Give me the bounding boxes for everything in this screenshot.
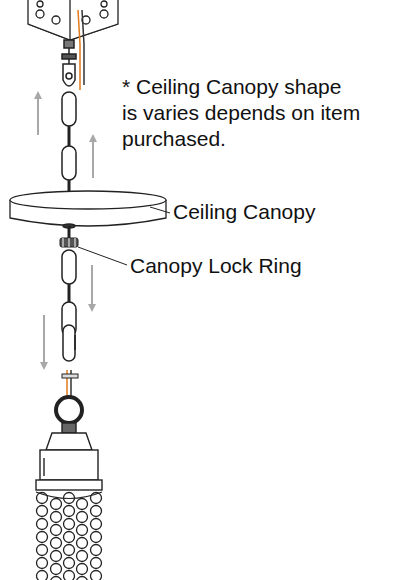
crystal-beads bbox=[51, 564, 62, 575]
fixture-body bbox=[36, 480, 102, 490]
fixture-body bbox=[40, 450, 98, 480]
part-label: Canopy Lock Ring bbox=[130, 253, 390, 279]
crystal-beads bbox=[51, 512, 62, 523]
crystal-beads bbox=[91, 571, 102, 580]
fixture-wires bbox=[62, 374, 78, 378]
crystal-beads bbox=[77, 512, 88, 523]
crystal-beads bbox=[37, 506, 48, 517]
lower-chain bbox=[74, 335, 76, 350]
crystal-beads bbox=[37, 571, 48, 580]
direction-arrows bbox=[92, 138, 94, 178]
junction-box bbox=[101, 1, 107, 7]
leader-lines bbox=[150, 207, 170, 213]
canopy-lock-ring bbox=[69, 238, 70, 247]
fixture-body bbox=[62, 423, 76, 433]
junction-box bbox=[28, 24, 118, 40]
crystal-beads bbox=[36, 492, 102, 499]
crystal-beads bbox=[77, 551, 88, 562]
crystal-beads bbox=[91, 545, 102, 556]
upper-chain bbox=[68, 126, 71, 148]
crystal-beads bbox=[64, 519, 75, 530]
junction-box bbox=[36, 10, 44, 18]
note-text: * Ceiling Canopy shape is varies depends… bbox=[122, 74, 362, 152]
lower-chain bbox=[68, 284, 71, 304]
upper-chain bbox=[62, 92, 76, 126]
mounting-stem bbox=[62, 54, 76, 59]
fixture-body bbox=[46, 433, 92, 450]
fixture-body bbox=[43, 458, 44, 476]
crystal-beads bbox=[64, 545, 75, 556]
crystal-beads bbox=[51, 499, 62, 510]
canopy-lock-ring bbox=[63, 238, 64, 247]
crystal-beads bbox=[91, 519, 102, 530]
canopy-lock-ring bbox=[60, 238, 78, 247]
fixture-wires bbox=[62, 370, 78, 396]
canopy-lock-ring bbox=[75, 238, 76, 247]
fixture-body bbox=[36, 397, 102, 490]
crystal-beads bbox=[51, 525, 62, 536]
crystal-beads bbox=[37, 558, 48, 569]
direction-arrows bbox=[38, 95, 93, 366]
upper-chain bbox=[62, 146, 76, 180]
lower-chain bbox=[62, 250, 76, 284]
crystal-beads bbox=[77, 538, 88, 549]
ceiling-canopy bbox=[10, 191, 166, 228]
mounting-stem bbox=[62, 40, 76, 86]
crystal-beads bbox=[37, 532, 48, 543]
crystal-beads bbox=[51, 577, 62, 580]
fixture-body bbox=[56, 397, 82, 423]
canopy-lock-ring bbox=[60, 238, 78, 247]
crystal-beads bbox=[64, 506, 75, 517]
crystal-beads bbox=[36, 492, 102, 580]
junction-box bbox=[28, 0, 118, 40]
crystal-beads bbox=[37, 545, 48, 556]
mounting-stem bbox=[63, 64, 75, 86]
junction-box bbox=[52, 16, 60, 24]
junction-box bbox=[28, 0, 118, 40]
crystal-beads bbox=[91, 532, 102, 543]
direction-arrows bbox=[43, 315, 45, 366]
junction-box bbox=[100, 10, 108, 18]
junction-box bbox=[37, 1, 43, 7]
direction-arrows bbox=[37, 95, 39, 135]
upper-chain bbox=[62, 92, 76, 198]
supply-wires bbox=[78, 10, 84, 90]
crystal-beads bbox=[77, 525, 88, 536]
direction-arrows bbox=[91, 265, 93, 308]
mounting-stem bbox=[66, 73, 72, 79]
crystal-beads bbox=[91, 558, 102, 569]
crystal-beads bbox=[64, 532, 75, 543]
mounting-stem bbox=[64, 40, 74, 48]
crystal-beads bbox=[64, 558, 75, 569]
crystal-beads bbox=[91, 506, 102, 517]
crystal-beads bbox=[77, 564, 88, 575]
junction-box bbox=[69, 0, 70, 40]
crystal-beads bbox=[37, 519, 48, 530]
crystal-beads bbox=[64, 571, 75, 580]
supply-wires bbox=[82, 10, 84, 85]
crystal-beads bbox=[77, 577, 88, 580]
lower-chain bbox=[63, 325, 75, 361]
crystal-beads bbox=[77, 499, 88, 510]
leader-lines bbox=[78, 247, 127, 265]
crystal-beads bbox=[51, 538, 62, 549]
ceiling-canopy bbox=[10, 191, 166, 209]
crystal-beads bbox=[51, 551, 62, 562]
supply-wires bbox=[78, 10, 80, 90]
part-label: Ceiling Canopy bbox=[173, 199, 373, 225]
